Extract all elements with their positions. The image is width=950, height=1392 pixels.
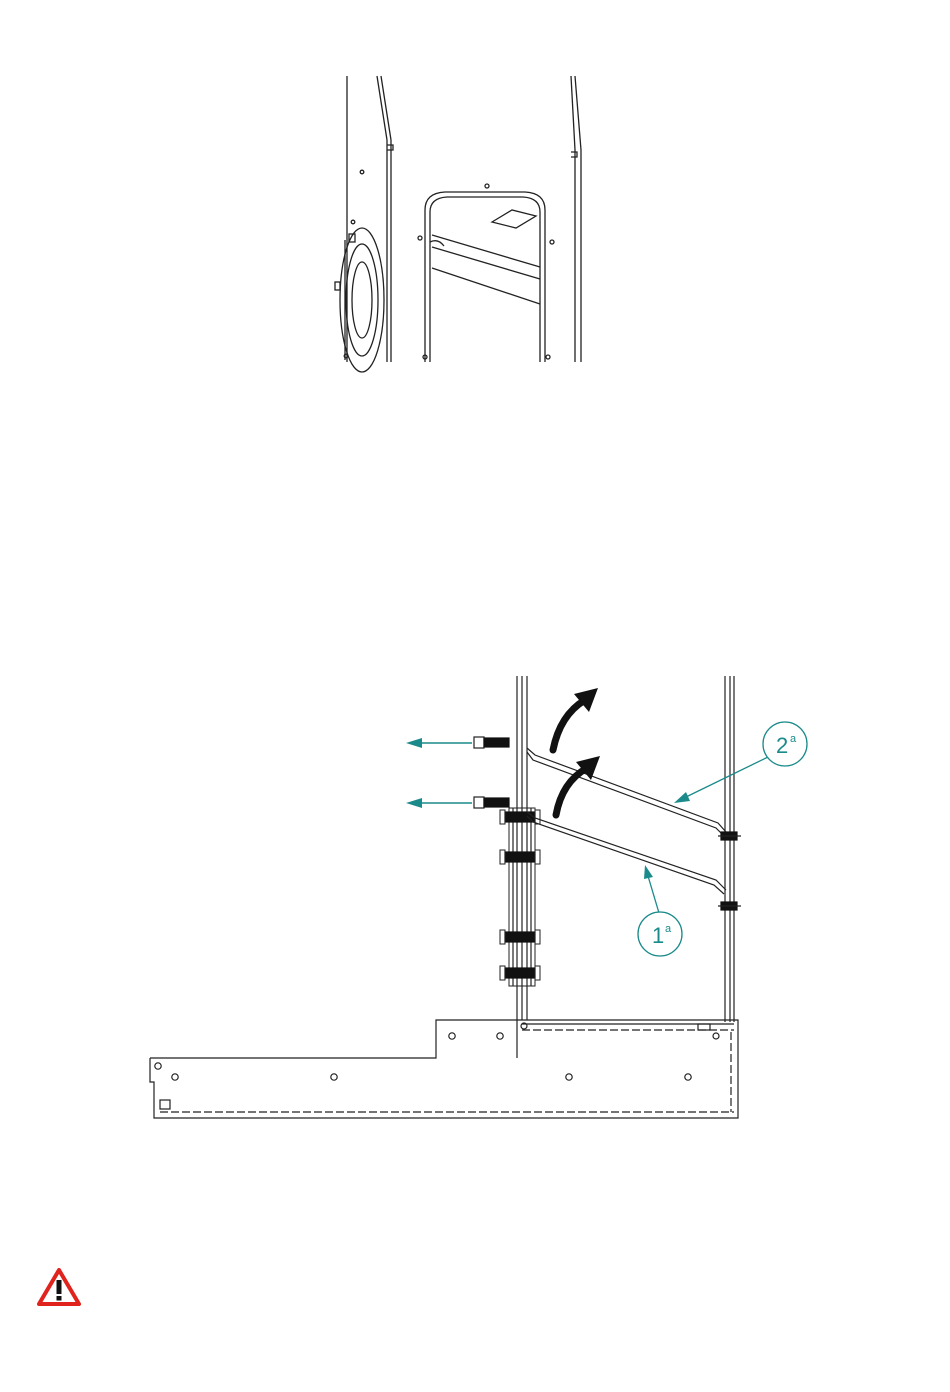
warning-triangle-icon: [37, 1268, 81, 1306]
callout-1: 1 a: [638, 912, 682, 956]
callout-1-number: 1: [652, 923, 664, 948]
bottom-section-drawing: 2 a 1 a: [0, 0, 950, 1150]
right-upright: [725, 676, 734, 1022]
base-plinth: [150, 1020, 738, 1118]
screw-lower: [474, 797, 509, 808]
screw-upper: [474, 737, 509, 748]
callout-2: 2 a: [763, 722, 807, 766]
callout-1-suffix: a: [665, 923, 672, 935]
bar-1: [527, 812, 726, 894]
callout-2-suffix: a: [790, 733, 797, 745]
rotation-arrows: [553, 688, 600, 815]
screw-removal-arrows: [406, 738, 472, 808]
callout-2-number: 2: [776, 733, 788, 758]
callout-leaders: [644, 757, 768, 913]
